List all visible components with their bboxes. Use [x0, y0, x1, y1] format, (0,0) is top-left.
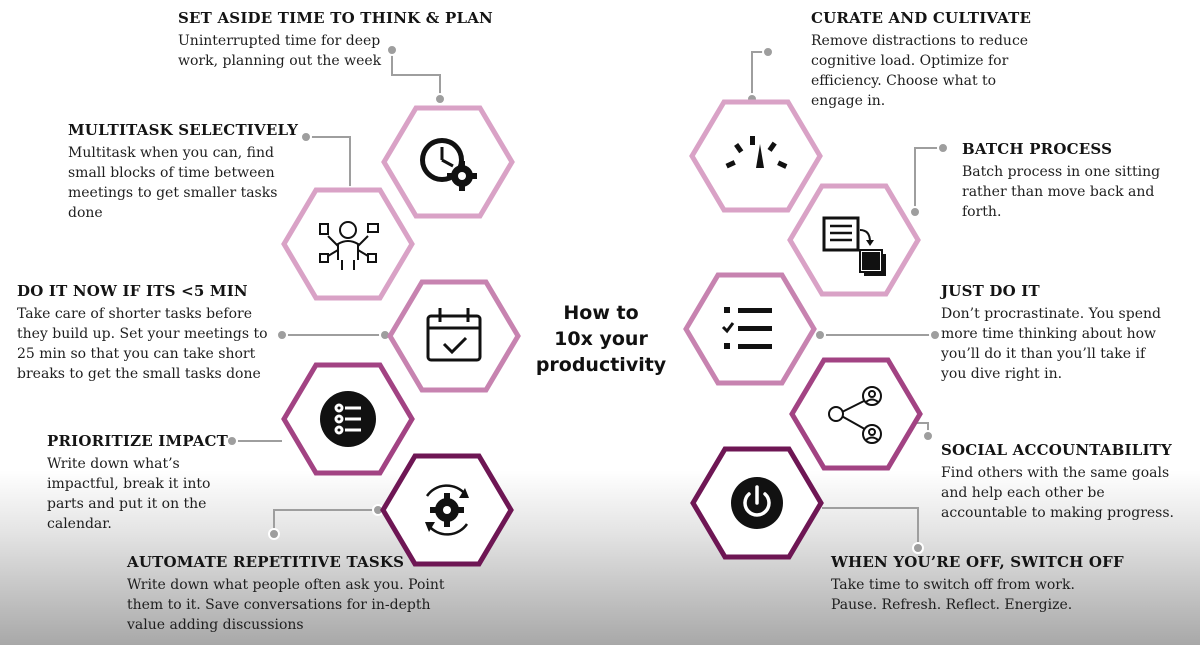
social-network-icon [828, 386, 882, 444]
hexagon [387, 279, 521, 393]
hex-prioritize [281, 362, 415, 476]
item-batch: BATCH PROCESS Batch process in one sitti… [962, 140, 1172, 222]
hex-switch-off [690, 446, 824, 560]
item-title: WHEN YOU’RE OFF, SWITCH OFF [831, 553, 1124, 571]
connector-switch-off [822, 507, 919, 548]
batch-documents-icon [822, 216, 886, 276]
hexagon [689, 99, 823, 213]
calendar-check-icon [426, 308, 482, 362]
item-title: SET ASIDE TIME TO THINK & PLAN [178, 9, 493, 27]
item-multitask: MULTITASK SELECTIVELY Multitask when you… [68, 121, 308, 223]
item-body: Don’t procrastinate. You spend more time… [941, 306, 1161, 382]
item-prioritize: PRIORITIZE IMPACT Write down what’s impa… [47, 432, 237, 534]
connector-batch [914, 147, 943, 210]
automation-gear-icon [425, 484, 469, 536]
item-title: CURATE AND CULTIVATE [811, 9, 1032, 27]
item-title: BATCH PROCESS [962, 140, 1113, 158]
hex-batch [787, 183, 921, 297]
item-automate: AUTOMATE REPETITIVE TASKS Write down wha… [127, 553, 467, 635]
item-body: Find others with the same goals and help… [941, 465, 1174, 521]
clock-gear-icon [420, 138, 477, 191]
item-body: Remove distractions to reduce cognitive … [811, 33, 1029, 109]
item-body: Take time to switch off from work. Pause… [831, 577, 1075, 613]
item-do-it-now: DO IT NOW IF ITS <5 MIN Take care of sho… [17, 282, 279, 384]
center-title: How to 10x your productivity [522, 300, 680, 378]
hex-social [789, 357, 923, 471]
item-set-aside-time: SET ASIDE TIME TO THINK & PLAN Uninterru… [178, 9, 493, 71]
item-body: Write down what people often ask you. Po… [127, 577, 445, 633]
item-body: Multitask when you can, find small block… [68, 145, 278, 221]
hex-curate [689, 99, 823, 213]
hex-automate [380, 453, 514, 567]
item-title: MULTITASK SELECTIVELY [68, 121, 299, 139]
hexagon [281, 187, 415, 301]
hex-set-aside-time [381, 105, 515, 219]
item-title: SOCIAL ACCOUNTABILITY [941, 441, 1172, 459]
item-just-do-it: JUST DO IT Don’t procrastinate. You spen… [941, 282, 1181, 384]
hex-just-do-it [683, 272, 817, 386]
connector-automate [273, 509, 378, 534]
item-body: Take care of shorter tasks before they b… [17, 306, 268, 382]
item-title: JUST DO IT [941, 282, 1040, 300]
item-body: Write down what’s impactful, break it in… [47, 456, 211, 532]
priority-list-icon [320, 391, 376, 447]
hex-multitask [281, 187, 415, 301]
power-button-icon [731, 477, 783, 529]
item-title: DO IT NOW IF ITS <5 MIN [17, 282, 248, 300]
multitasking-person-icon [319, 221, 379, 270]
speedometer-icon [725, 136, 788, 169]
hex-do-it-now [387, 279, 521, 393]
item-social: SOCIAL ACCOUNTABILITY Find others with t… [941, 441, 1196, 523]
hexagon [789, 357, 923, 471]
connector-set-aside [391, 50, 441, 98]
item-body: Batch process in one sitting rather than… [962, 164, 1161, 220]
item-switch-off: WHEN YOU’RE OFF, SWITCH OFF Take time to… [831, 553, 1124, 615]
item-body: Uninterrupted time for deep work, planni… [178, 33, 382, 69]
connector-multitask [306, 136, 351, 190]
center-title-line1: How to [563, 302, 639, 324]
center-title-line3: productivity [535, 354, 667, 376]
item-title: AUTOMATE REPETITIVE TASKS [127, 553, 405, 571]
item-curate: CURATE AND CULTIVATE Remove distractions… [811, 9, 1061, 111]
center-title-line2: 10x your [554, 328, 648, 350]
item-title: PRIORITIZE IMPACT [47, 432, 229, 450]
checklist-icon [721, 307, 772, 349]
